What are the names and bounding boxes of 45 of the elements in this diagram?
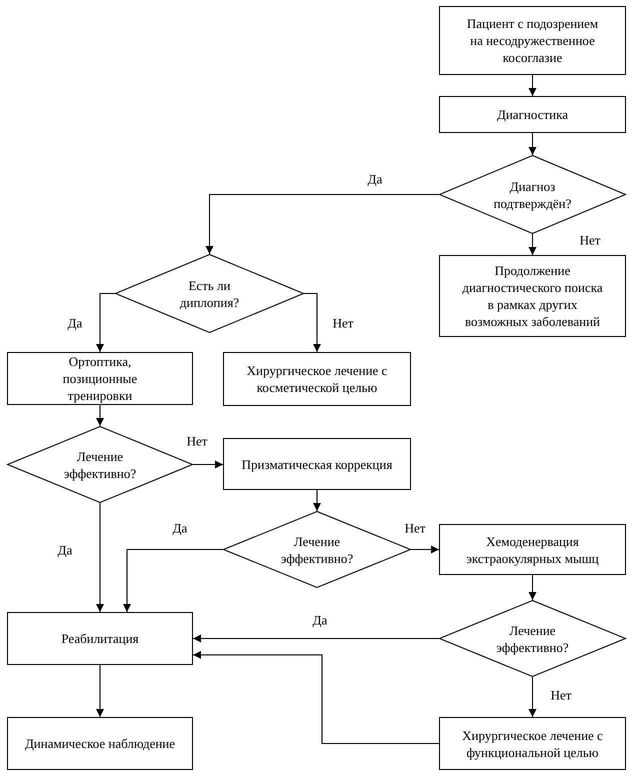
arrow — [96, 404, 104, 426]
decision-question: Лечение эффективно? — [280, 532, 354, 566]
decision-question: Диагноз подтверждён? — [492, 178, 572, 212]
process-box — [223, 438, 411, 490]
arrow — [192, 460, 224, 468]
arrow — [206, 194, 440, 254]
process-box — [439, 717, 626, 770]
arrow — [123, 549, 224, 612]
step-text: Призматическая коррекция — [242, 456, 392, 472]
decision-diamond — [439, 600, 626, 677]
process-box — [7, 717, 193, 770]
step-text: Пациент с подозрением на несодружественное косоглазие — [466, 15, 600, 66]
decision-diamond — [439, 155, 626, 234]
decision-diamond — [115, 254, 304, 333]
process-box — [7, 612, 193, 665]
arrow — [410, 546, 440, 554]
decision-question: Лечение эффективно? — [495, 622, 570, 656]
arrow — [528, 676, 536, 718]
decision-question: Лечение эффективно? — [62, 448, 138, 482]
arrow — [192, 650, 440, 744]
arrow — [96, 293, 116, 352]
process-box — [7, 352, 193, 405]
arrow — [528, 74, 536, 96]
arrow — [96, 664, 104, 718]
step-text: Реабилитация — [61, 630, 139, 647]
arrow — [304, 293, 321, 352]
process-box — [223, 352, 411, 406]
arrow — [96, 502, 104, 612]
step-text: Диагностика — [496, 106, 568, 123]
process-box — [439, 255, 626, 337]
decision-question: Есть ли диплопия? — [178, 276, 240, 310]
step-text: Хирургическое лечение с функциональной целью — [461, 726, 604, 760]
step-text: Хирургическое лечение с косметической целью — [246, 362, 388, 396]
step-text: Хемоденервация экстраокулярных мышц — [465, 532, 600, 566]
process-box — [439, 6, 626, 75]
step-text: Продолжение диагностического поиска в рамках других возможных заболеваний — [461, 262, 604, 330]
step-text: Ортоптика, позиционные тренировки — [62, 353, 138, 404]
arrow — [528, 132, 536, 156]
arrow — [192, 634, 440, 642]
process-box — [439, 524, 626, 575]
arrow — [313, 490, 321, 512]
process-box — [439, 96, 626, 133]
arrow — [528, 574, 536, 600]
step-text: Динамическое наблюдение — [24, 735, 176, 752]
arrow — [528, 234, 536, 256]
